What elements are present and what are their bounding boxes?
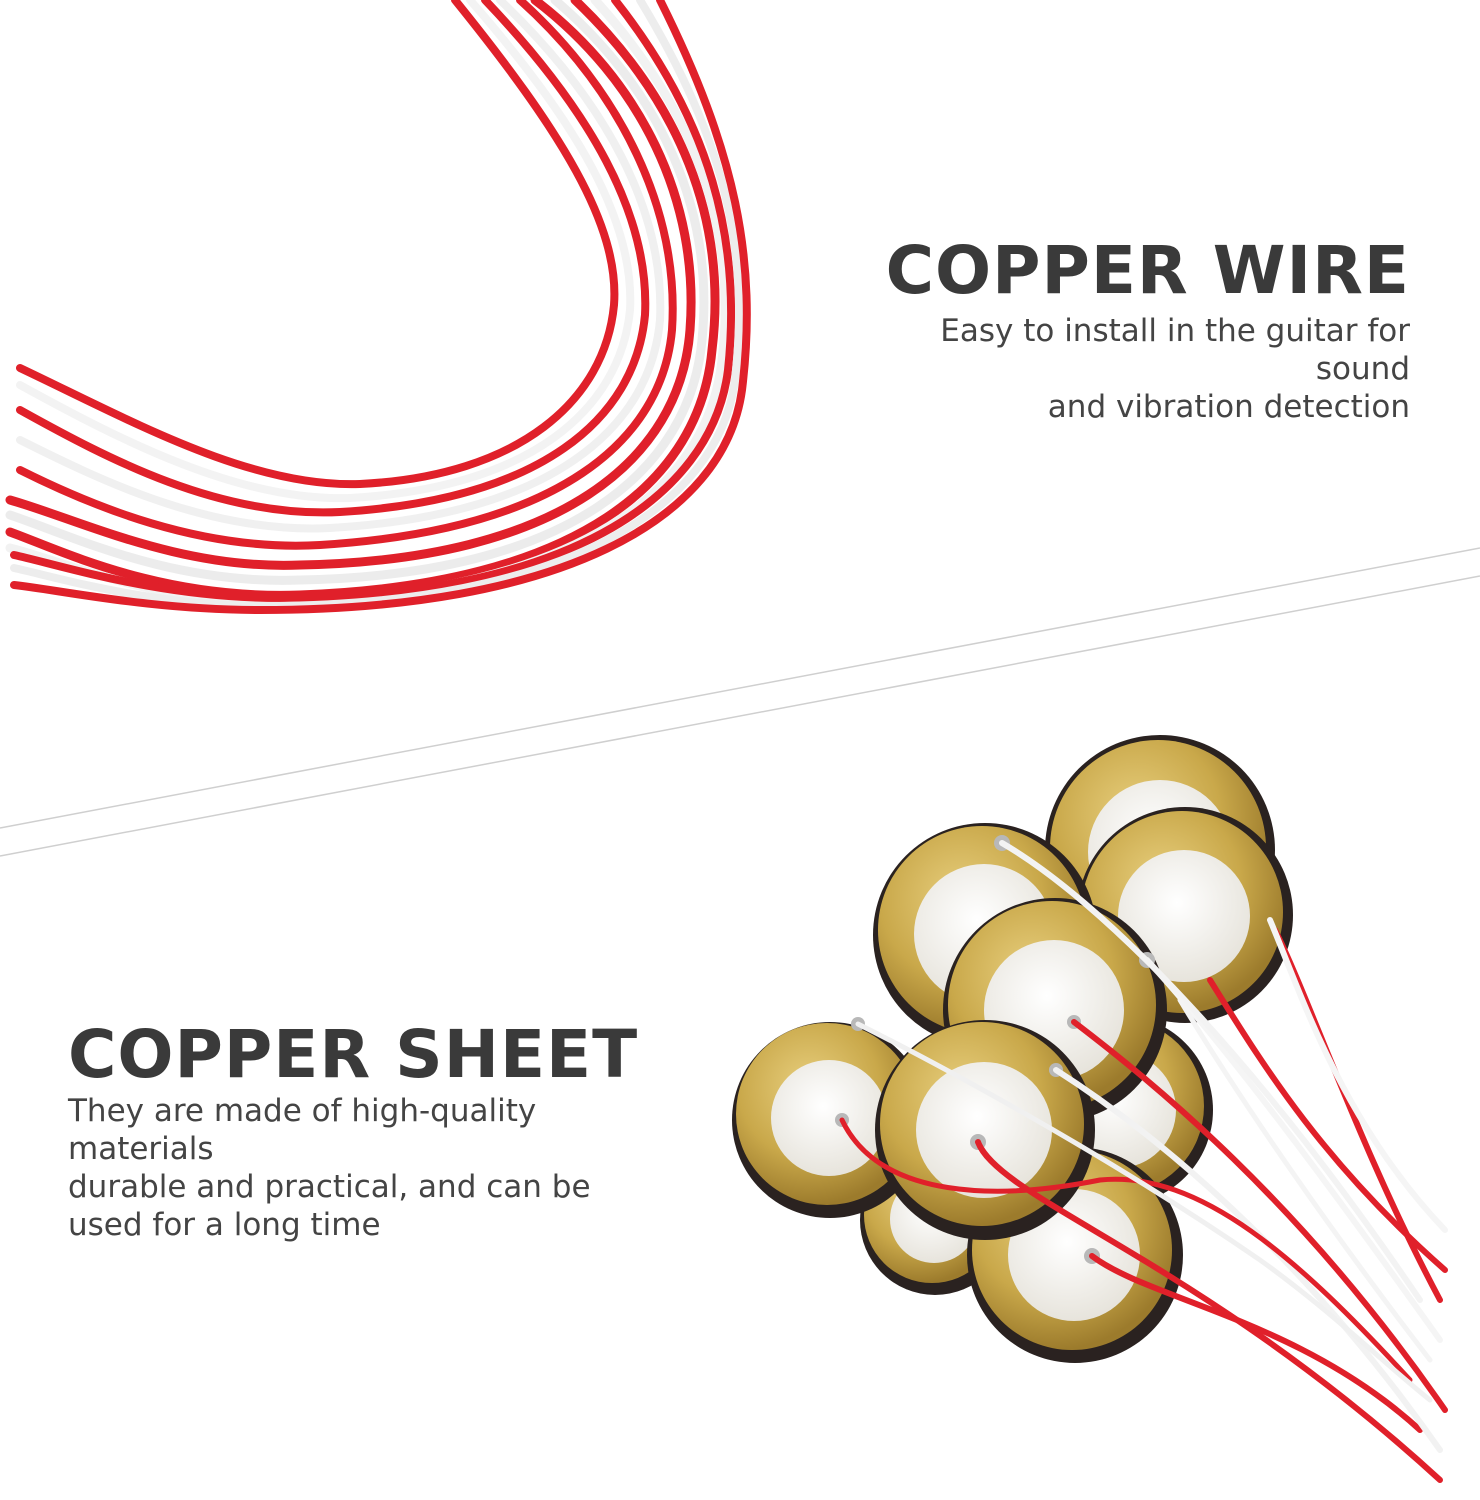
copper-wire-title: COPPER WIRE [885,232,1410,309]
copper-wire-description: Easy to install in the guitar for sound … [850,312,1410,426]
divider-lines [0,547,1480,857]
copper-wire-desc-line: Easy to install in the guitar for sound [940,313,1410,387]
copper-sheet-desc-line: durable and practical, and can be [68,1169,591,1205]
copper-sheet-desc-line: They are made of high-quality materials [68,1093,537,1167]
copper-sheet-title: COPPER SHEET [68,1016,639,1093]
copper-wire-bundle [5,0,751,615]
copper-sheet-description: They are made of high-quality materials … [68,1092,668,1244]
copper-wire-desc-line: and vibration detection [1047,389,1410,425]
copper-sheet-desc-line: used for a long time [68,1207,381,1243]
piezo-lead-wires [839,840,1448,1483]
